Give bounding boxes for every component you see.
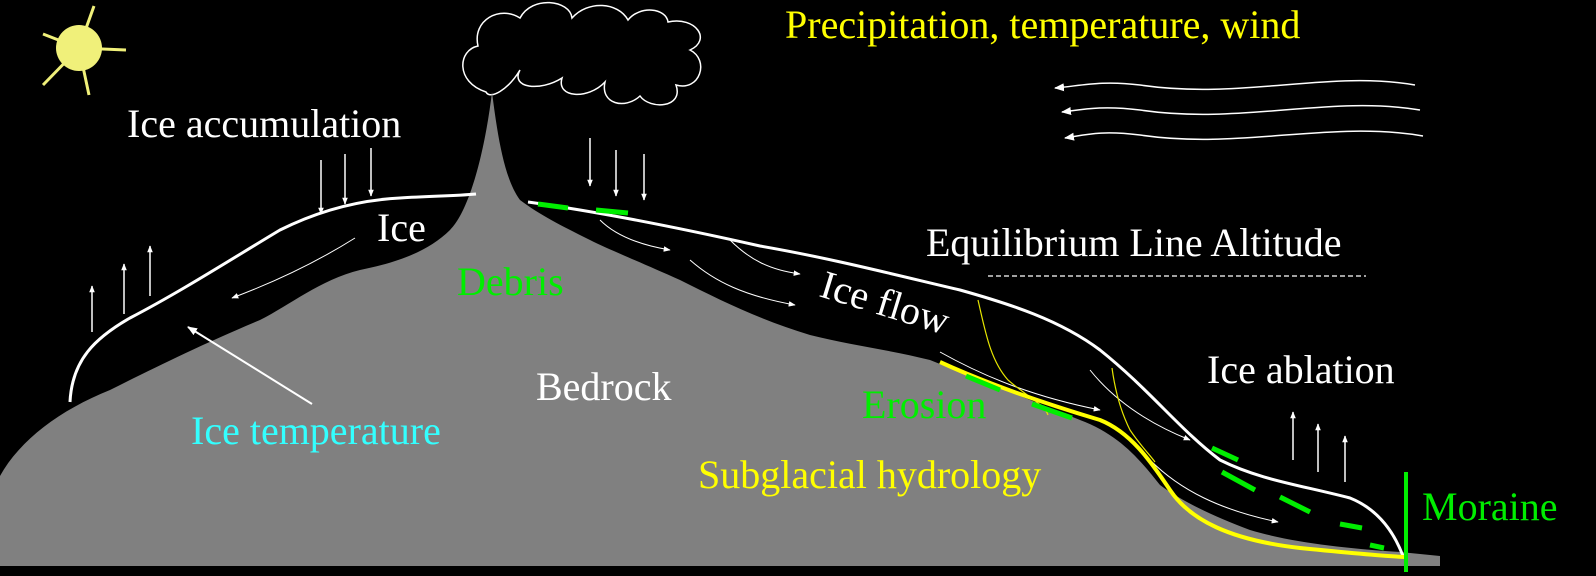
moraine-label: Moraine [1422,484,1558,529]
cloud-icon [462,1,702,106]
precipitation-label: Precipitation, temperature, wind [785,2,1300,47]
accumulation-arrows [318,138,647,215]
ice-surface-left [68,192,477,403]
erosion-label: Erosion [862,382,986,427]
ice-temperature-label: Ice temperature [191,408,441,453]
ice-accumulation-label: Ice accumulation [127,101,401,146]
debris-marks [537,201,1385,551]
sun-icon [41,5,127,96]
subglacial-hydrology-label: Subglacial hydrology [698,452,1041,497]
equilibrium-line-label: Equilibrium Line Altitude [926,220,1342,265]
debris-label: Debris [457,259,564,304]
bedrock-label: Bedrock [536,364,672,409]
wind-arrows-icon [1054,79,1424,141]
ablation-arrows [89,245,1348,482]
subglacial-hydrology-line [939,360,1406,559]
ice-surface-right [527,200,1405,557]
ice-label: Ice [377,205,426,250]
ice-temperature-pointer [187,326,313,405]
bedrock-shape [0,92,1440,566]
ice-ablation-label: Ice ablation [1207,347,1395,392]
